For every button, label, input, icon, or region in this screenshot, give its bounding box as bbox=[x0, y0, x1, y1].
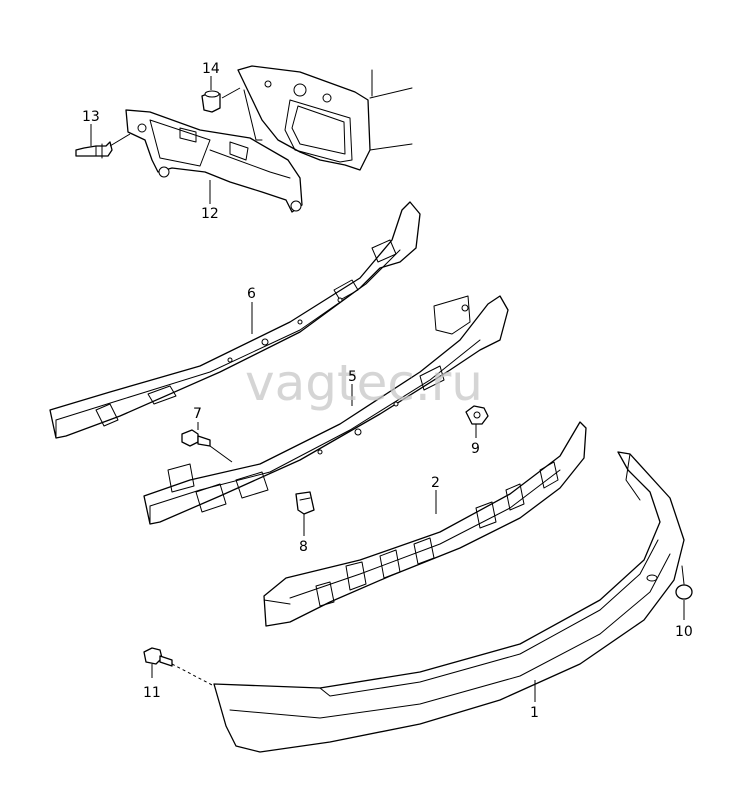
callout-7: 7 bbox=[193, 406, 202, 422]
part-5-support-beam bbox=[143, 295, 509, 525]
callout-5: 5 bbox=[348, 369, 357, 385]
part-1-bumper-cover bbox=[213, 451, 685, 753]
callout-14: 14 bbox=[202, 61, 220, 77]
callout-10: 10 bbox=[675, 624, 693, 640]
callout-8: 8 bbox=[299, 539, 308, 555]
callout-13: 13 bbox=[82, 109, 100, 125]
callout-1: 1 bbox=[530, 705, 539, 721]
part-12-bracket bbox=[125, 109, 303, 213]
callout-2: 2 bbox=[431, 475, 440, 491]
callout-12: 12 bbox=[201, 206, 219, 222]
part-10-plug bbox=[675, 565, 693, 600]
part-2-energy-absorber bbox=[263, 421, 587, 627]
part-7-bolt bbox=[181, 429, 211, 447]
part-11-screw bbox=[143, 647, 173, 667]
part-14-spacer bbox=[201, 90, 221, 113]
part-9-nut bbox=[465, 405, 489, 425]
callout-labels: 14 13 12 6 5 7 9 2 8 10 11 1 bbox=[82, 61, 693, 721]
part-6-impact-beam bbox=[49, 201, 421, 439]
callout-11: 11 bbox=[143, 685, 161, 701]
part-13-clip bbox=[75, 141, 113, 159]
leader-lines bbox=[90, 76, 685, 702]
callout-9: 9 bbox=[471, 441, 480, 457]
part-8-clip-nut bbox=[295, 491, 315, 515]
body-rear-panel bbox=[237, 65, 413, 171]
watermark: vagtec.ru bbox=[245, 354, 483, 412]
callout-6: 6 bbox=[247, 286, 256, 302]
